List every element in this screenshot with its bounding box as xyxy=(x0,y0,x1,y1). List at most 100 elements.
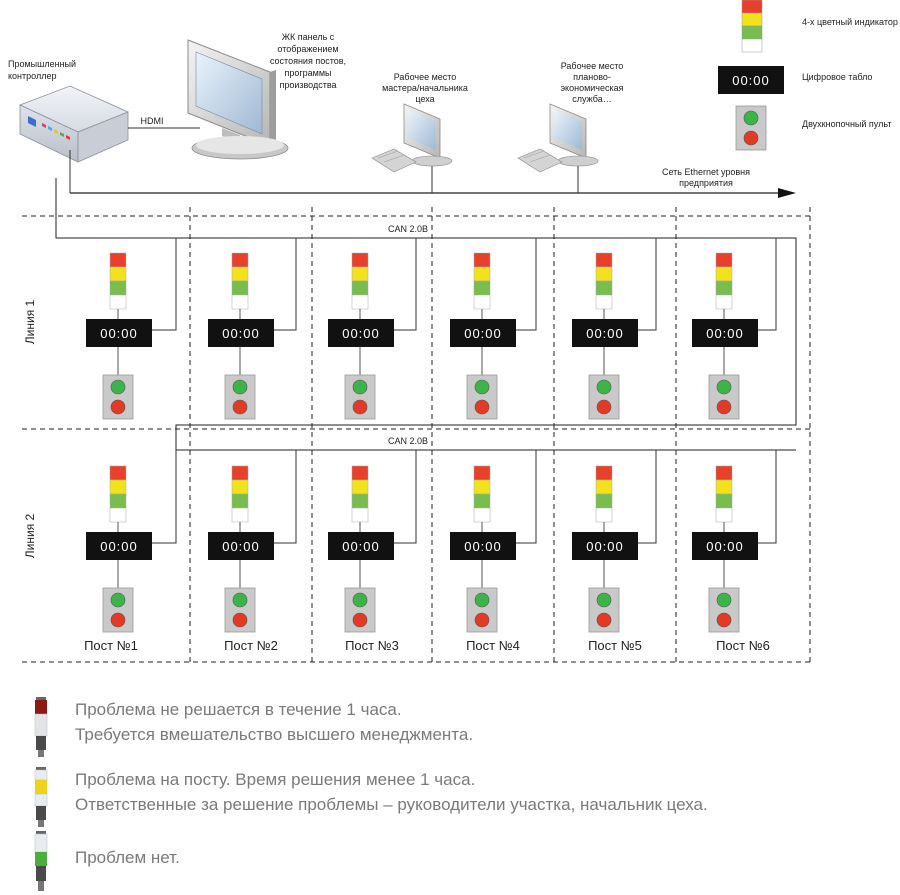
pult-green-button[interactable] xyxy=(352,592,368,608)
indicator-segment xyxy=(231,294,249,310)
key-pult-icon xyxy=(735,105,767,151)
indicator-segment xyxy=(715,266,733,282)
indicator-segment xyxy=(473,294,491,310)
line-1-label: Линия 1 xyxy=(23,299,37,344)
pult-red-button[interactable] xyxy=(474,612,490,628)
key-display-value: 00:00 xyxy=(732,73,770,88)
post-display xyxy=(86,319,152,347)
post-display xyxy=(208,532,274,560)
can-bus-line-1 xyxy=(55,178,797,450)
workstation-1-label-2: мастера/начальника xyxy=(382,83,468,93)
indicator-segment xyxy=(715,507,733,523)
ethernet-label-1: Сеть Ethernet уровня xyxy=(662,167,750,177)
pult-green-button[interactable] xyxy=(110,592,126,608)
indicator-segment xyxy=(231,493,249,509)
pult-green-button[interactable] xyxy=(716,592,732,608)
indicator-segment xyxy=(231,479,249,495)
key-display-label: Цифровое табло xyxy=(802,72,872,82)
indicator-segment xyxy=(231,507,249,523)
pult-red-button[interactable] xyxy=(716,612,732,628)
indicator-segment xyxy=(595,266,613,282)
pult-red-button[interactable] xyxy=(352,399,368,415)
pult-red-button[interactable] xyxy=(474,399,490,415)
indicator-segment xyxy=(473,507,491,523)
pult-red-button[interactable] xyxy=(716,399,732,415)
post-display xyxy=(328,532,394,560)
pult-green-button[interactable] xyxy=(232,379,248,395)
post-display-value: 00:00 xyxy=(464,539,502,554)
indicator-segment xyxy=(351,280,369,296)
indicator-segment xyxy=(109,493,127,509)
key-display xyxy=(718,66,784,94)
indicator-segment xyxy=(109,479,127,495)
post-label-5: Пост №5 xyxy=(588,638,642,653)
indicator-segment xyxy=(595,280,613,296)
indicator-segment xyxy=(109,294,127,310)
indicator-segment xyxy=(351,493,369,509)
post-display xyxy=(208,319,274,347)
pult-red-button[interactable] xyxy=(596,399,612,415)
indicator-segment xyxy=(351,252,369,268)
lcd-label-3: состояния постов, xyxy=(270,56,346,66)
bus-connector xyxy=(152,450,177,544)
bus-connector xyxy=(394,238,417,331)
indicator-segment xyxy=(595,465,613,481)
indicator-segment xyxy=(715,493,733,509)
workstation-2-label-4: служба… xyxy=(572,94,611,104)
bus-connector xyxy=(516,450,537,544)
can-bus-label-1: CAN 2.0B xyxy=(388,224,428,234)
pult-red-button[interactable] xyxy=(596,612,612,628)
indicator-segment xyxy=(231,252,249,268)
post-display xyxy=(328,319,394,347)
legend-yellow-line-1: Проблема на посту. Время решения менее 1… xyxy=(75,770,476,789)
indicator-segment xyxy=(595,507,613,523)
indicator-segment xyxy=(595,252,613,268)
pult-green-button[interactable] xyxy=(474,379,490,395)
indicator-segment xyxy=(231,280,249,296)
pult-green-button[interactable] xyxy=(474,592,490,608)
workstation-2-computer xyxy=(517,103,599,173)
legend-green: Проблем нет. xyxy=(30,831,890,895)
pult-red-button[interactable] xyxy=(110,399,126,415)
indicator-segment xyxy=(473,479,491,495)
indicator-segment xyxy=(109,266,127,282)
post-label-1: Пост №1 xyxy=(84,638,138,653)
pult-green-button[interactable] xyxy=(716,379,732,395)
indicator-segment xyxy=(715,294,733,310)
pult-green-button[interactable] xyxy=(352,379,368,395)
post-display-value: 00:00 xyxy=(342,539,380,554)
pult-green-button[interactable] xyxy=(596,592,612,608)
post-display-value: 00:00 xyxy=(464,326,502,341)
workstation-1-computer xyxy=(371,103,453,173)
bus-connector xyxy=(152,238,177,331)
workstation-2-label-1: Рабочее место xyxy=(561,61,624,71)
post-display-value: 00:00 xyxy=(586,326,624,341)
pult-red-button[interactable] xyxy=(232,612,248,628)
key-indicator-label: 4-х цветный индикатор xyxy=(802,17,898,27)
tower-light-yellow-icon xyxy=(34,767,48,827)
pult-red-button[interactable] xyxy=(232,399,248,415)
post-display-value: 00:00 xyxy=(100,539,138,554)
lcd-label-2: отображением xyxy=(277,44,338,54)
legend-green-text: Проблем нет. xyxy=(75,845,180,870)
indicator-segment xyxy=(715,280,733,296)
indicator-segment xyxy=(109,280,127,296)
pult-red-button[interactable] xyxy=(352,612,368,628)
bus-connector xyxy=(758,450,777,544)
pult-green-button[interactable] xyxy=(596,379,612,395)
can-bus-label-2: CAN 2.0B xyxy=(388,436,428,446)
post-label-2: Пост №2 xyxy=(224,638,278,653)
pult-green-button[interactable] xyxy=(232,592,248,608)
workstation-1-label-3: цеха xyxy=(415,94,434,104)
indicator-segment xyxy=(351,266,369,282)
legend-yellow-line-2: Ответственные за решение проблемы – руко… xyxy=(75,795,708,814)
pult-red-button[interactable] xyxy=(110,612,126,628)
post-label-4: Пост №4 xyxy=(466,638,520,653)
post-display xyxy=(572,319,638,347)
post-display-value: 00:00 xyxy=(706,326,744,341)
lcd-label-4: программы xyxy=(284,68,331,78)
indicator-segment xyxy=(351,465,369,481)
pult-green-button[interactable] xyxy=(110,379,126,395)
indicator-segment xyxy=(473,252,491,268)
